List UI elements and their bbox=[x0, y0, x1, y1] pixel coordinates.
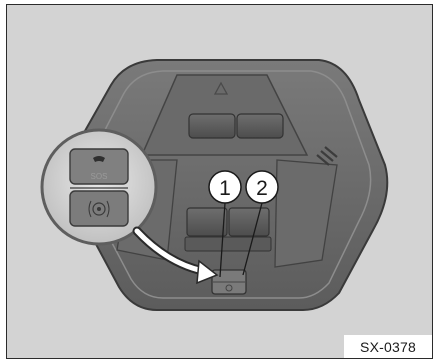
callout-2-number: 2 bbox=[256, 177, 268, 200]
figure-code-label: SX-0378 bbox=[344, 335, 432, 358]
callout-1: 1 bbox=[209, 171, 241, 203]
magnified-inset: SOS bbox=[42, 130, 156, 244]
callout-1-number: 1 bbox=[219, 177, 231, 200]
figure-frame: 1 2 SOS SX-037 bbox=[6, 4, 433, 359]
overhead-console-illustration: 1 2 SOS bbox=[7, 5, 433, 359]
upper-left-button bbox=[189, 114, 235, 138]
inset-sos-label: SOS bbox=[91, 172, 108, 181]
upper-right-button bbox=[237, 114, 283, 138]
callout-2: 2 bbox=[246, 171, 278, 203]
